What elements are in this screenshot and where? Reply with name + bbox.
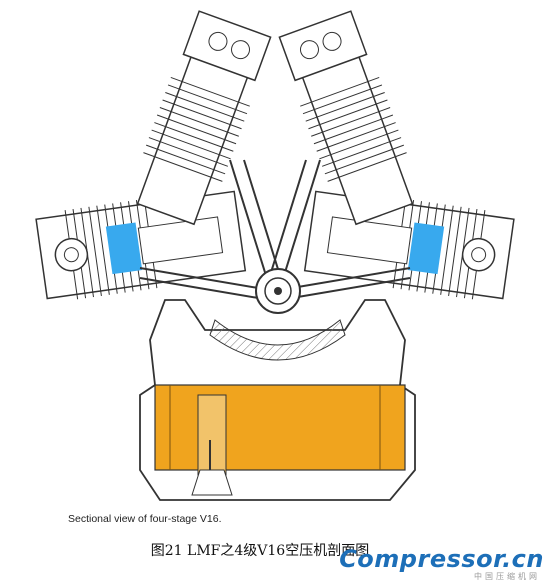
watermark-brand: Compressor.cn xyxy=(339,545,544,573)
watermark-logo: Compressor.cn 中国压缩机网 xyxy=(339,545,548,581)
left-piston-highlight xyxy=(105,222,143,275)
left-upper-cylinder xyxy=(136,10,272,226)
oil-sump xyxy=(154,384,406,471)
connecting-rods xyxy=(139,159,411,301)
right-piston-highlight xyxy=(407,222,445,275)
english-caption: Sectional view of four-stage V16. xyxy=(68,513,222,525)
oil-pump xyxy=(197,394,227,476)
crankshaft xyxy=(209,268,346,361)
right-upper-cylinder xyxy=(278,10,414,226)
watermark-subtitle: 中国压缩机网 xyxy=(474,572,540,581)
chinese-caption: 图21 LMF之4级V16空压机剖面图 xyxy=(150,543,370,559)
